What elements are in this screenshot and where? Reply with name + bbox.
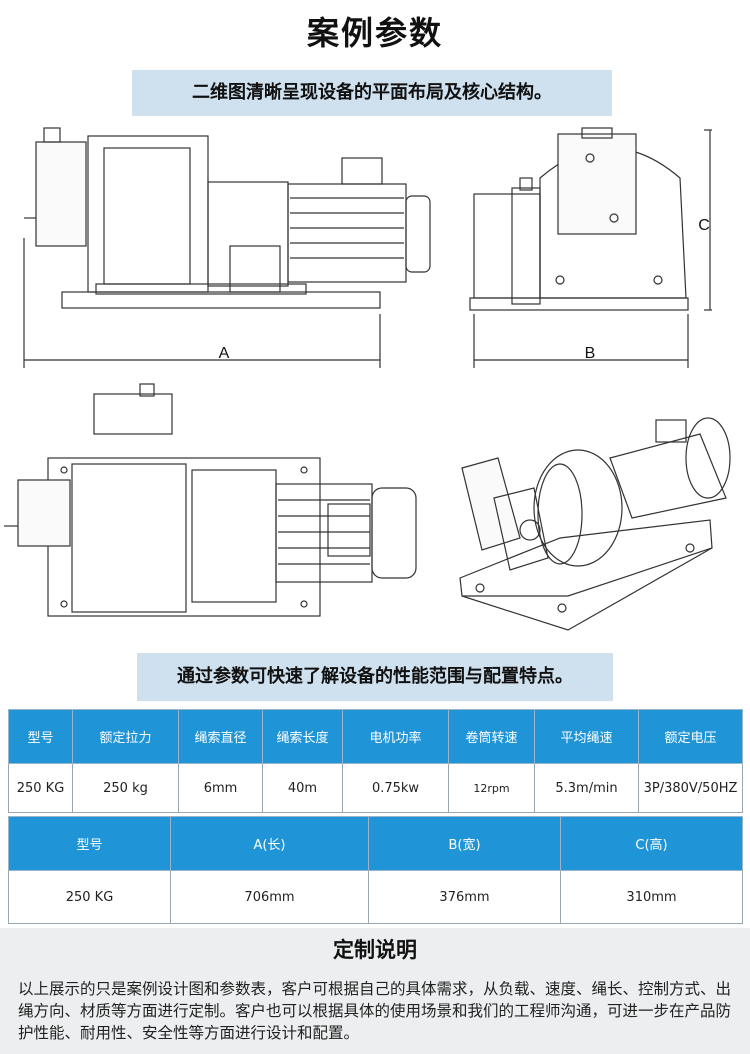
customization-title: 定制说明 (333, 938, 417, 962)
spec-cell-rope-speed: 5.3m/min (534, 763, 639, 813)
front-view-drawing (24, 127, 431, 309)
spec-header-cell: 型号 (8, 709, 73, 764)
spec-table: 型号 额定拉力 绳索直径 绳索长度 电机功率 卷筒转速 平均绳速 额定电压 25… (8, 709, 743, 813)
spec-table-header-row: 型号 额定拉力 绳索直径 绳索长度 电机功率 卷筒转速 平均绳速 额定电压 (8, 709, 743, 764)
table-row: 250 KG 250 kg 6mm 40m 0.75kw 12rpm 5.3m/… (8, 763, 743, 813)
spec-header-cell: 电机功率 (342, 709, 449, 764)
page-title: 案例参数 (306, 14, 443, 52)
table-row: 250 KG 706mm 376mm 310mm (8, 870, 743, 924)
spec-header-cell: 平均绳速 (534, 709, 639, 764)
customization-section: 定制说明 以上展示的只是案例设计图和参数表，客户可根据自己的具体需求，从负载、速… (0, 928, 750, 1054)
spec-cell-motor-power: 0.75kw (342, 763, 449, 813)
dimension-header-cell: C(高) (560, 816, 743, 871)
drawing-caption-banner: 二维图清晰呈现设备的平面布局及核心结构。 (132, 70, 612, 116)
spec-cell-rated-pull: 250 kg (72, 763, 179, 813)
dimension-cell-length: 706mm (170, 870, 369, 924)
spec-header-cell: 绳索长度 (262, 709, 343, 764)
dimension-cell-width: 376mm (368, 870, 561, 924)
parameter-caption-banner: 通过参数可快速了解设备的性能范围与配置特点。 (137, 653, 613, 701)
spec-cell-drum-speed: 12rpm (448, 763, 535, 813)
dimension-header-cell: 型号 (8, 816, 171, 871)
spec-header-cell: 额定拉力 (72, 709, 179, 764)
dimension-a-label: A (219, 345, 230, 362)
side-view-drawing (469, 127, 689, 311)
dimension-header-cell: B(宽) (368, 816, 561, 871)
top-view-drawing (4, 383, 417, 617)
dimension-b-label: B (585, 345, 596, 362)
spec-header-cell: 绳索直径 (178, 709, 263, 764)
dimension-header-cell: A(长) (170, 816, 369, 871)
technical-drawings: A B C (4, 127, 731, 631)
spec-cell-rope-diameter: 6mm (178, 763, 263, 813)
spec-cell-model: 250 KG (8, 763, 73, 813)
dimension-table-header-row: 型号 A(长) B(宽) C(高) (8, 816, 743, 871)
dimension-table: 型号 A(长) B(宽) C(高) 250 KG 706mm 376mm 310… (8, 816, 743, 924)
dimension-cell-model: 250 KG (8, 870, 171, 924)
dimension-c-label: C (698, 217, 710, 234)
spec-cell-voltage: 3P/380V/50HZ (638, 763, 743, 813)
spec-cell-rope-length: 40m (262, 763, 343, 813)
dimension-cell-height: 310mm (560, 870, 743, 924)
customization-text: 以上展示的只是案例设计图和参数表，客户可根据自己的具体需求，从负载、速度、绳长、… (18, 980, 732, 1042)
iso-view-drawing (459, 417, 731, 631)
spec-header-cell: 卷筒转速 (448, 709, 535, 764)
spec-header-cell: 额定电压 (638, 709, 743, 764)
